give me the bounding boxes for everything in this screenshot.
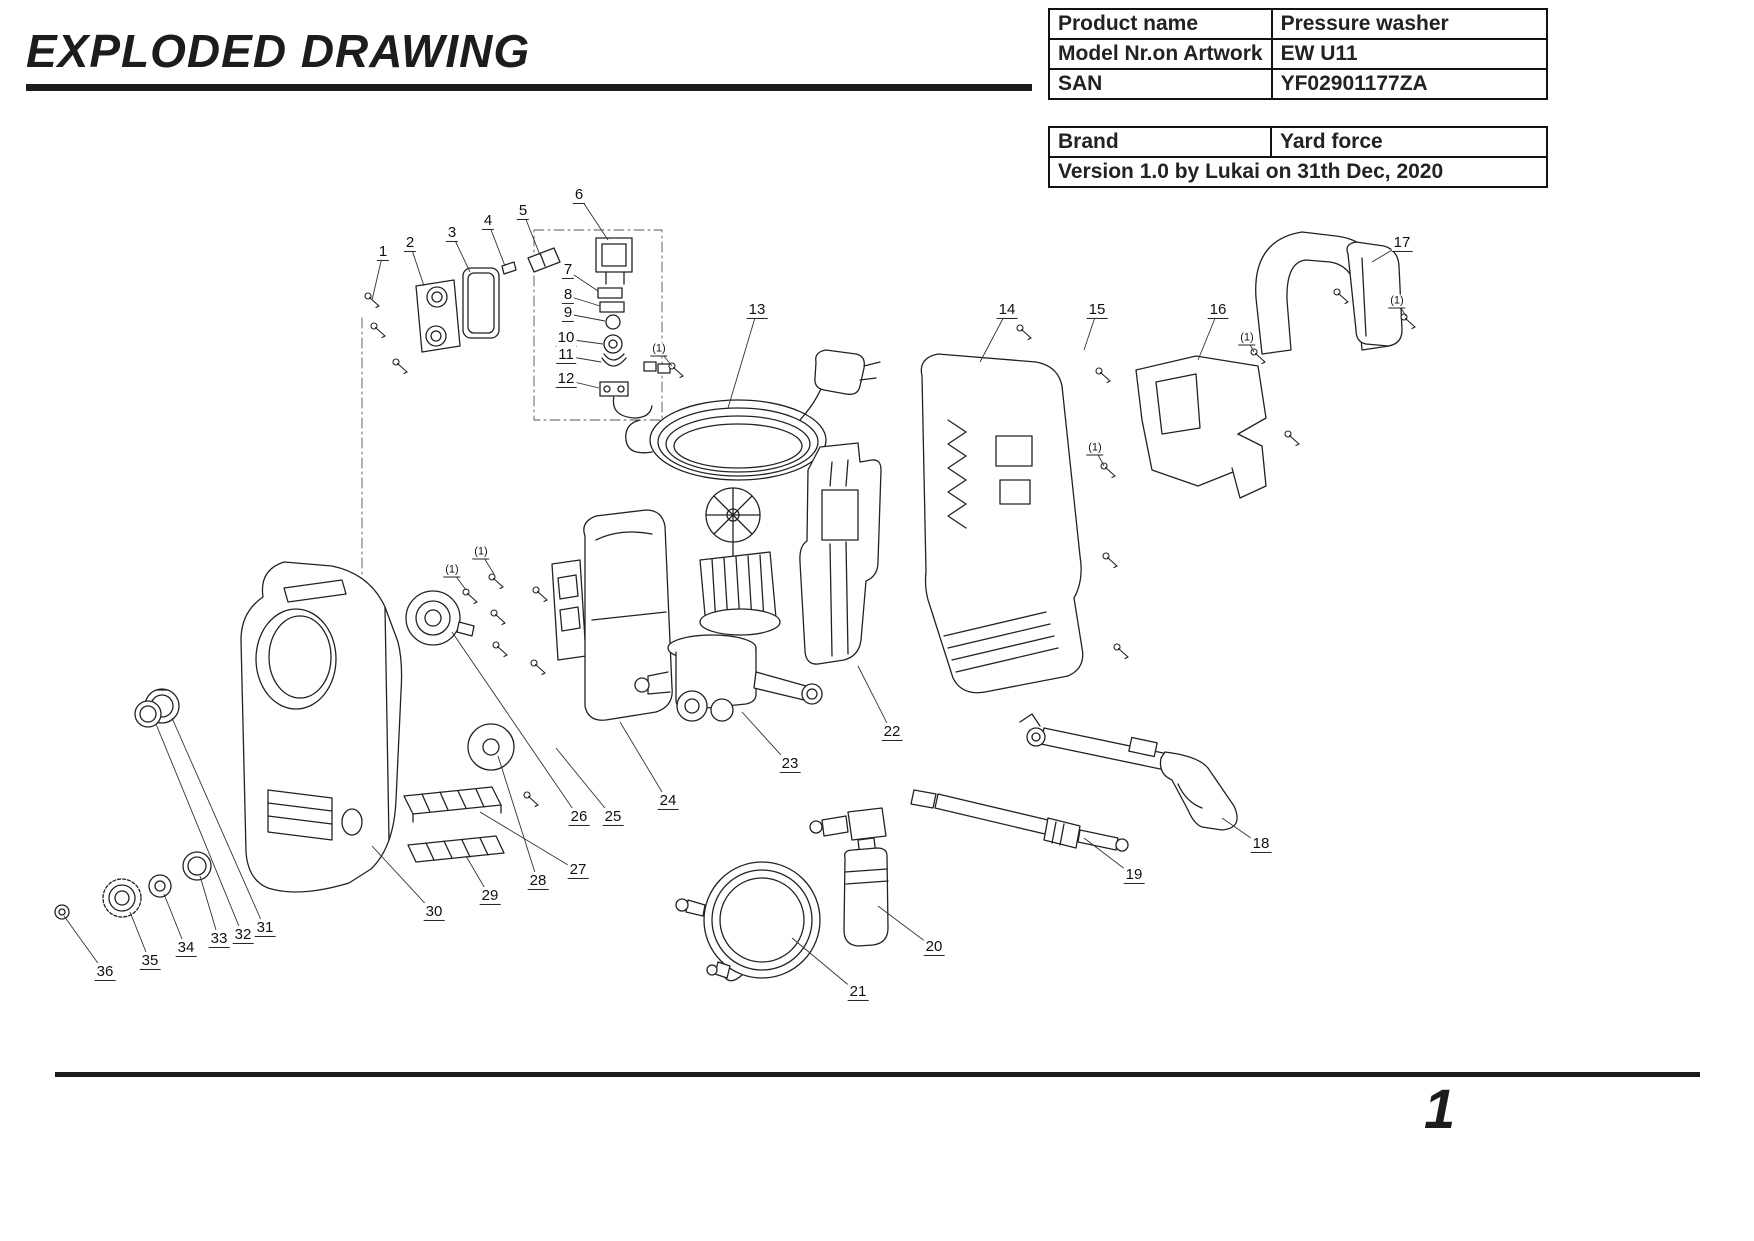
part-handle — [1255, 231, 1403, 355]
part-hose — [675, 861, 821, 982]
info-table-block: Product name Pressure washer Model Nr.on… — [1048, 8, 1549, 188]
part-motor-housing — [551, 509, 673, 721]
san-label: SAN — [1048, 68, 1273, 100]
table-row: Version 1.0 by Lukai on 31th Dec, 2020 — [1048, 156, 1548, 188]
san-value: YF02901177ZA — [1270, 68, 1549, 100]
model-label: Model Nr.on Artwork — [1048, 38, 1273, 70]
version-text: Version 1.0 by Lukai on 31th Dec, 2020 — [1048, 156, 1548, 188]
part-tray-lower — [407, 835, 505, 863]
product-info-table: Product name Pressure washer Model Nr.on… — [1048, 8, 1549, 100]
part-roller-disc — [467, 723, 515, 771]
table-row: Brand Yard force — [1048, 126, 1548, 158]
part-lance — [910, 789, 1129, 852]
table-row: Product name Pressure washer — [1048, 8, 1549, 40]
part-power-cord — [625, 349, 881, 481]
footer-rule — [55, 1072, 1700, 1077]
table-gap — [1048, 100, 1548, 126]
part-inlet-fittings — [54, 688, 212, 920]
part-pump — [634, 634, 823, 722]
page-number: 1 — [1424, 1077, 1456, 1140]
part-detergent-bottle — [809, 807, 889, 947]
title-underline — [26, 84, 1032, 91]
model-value: EW U11 — [1270, 38, 1549, 70]
part-right-housing — [920, 353, 1084, 694]
brand-info-table: Brand Yard force Version 1.0 by Lukai on… — [1048, 126, 1548, 188]
brand-label: Brand — [1048, 126, 1272, 158]
part-motor-rotor — [699, 487, 781, 636]
brand-value: Yard force — [1270, 126, 1548, 158]
part-motor-shell — [799, 442, 882, 665]
table-row: Model Nr.on Artwork EW U11 — [1048, 38, 1549, 70]
product-name-value: Pressure washer — [1270, 8, 1549, 40]
part-spray-gun — [1019, 713, 1238, 831]
page-title: EXPLODED DRAWING — [26, 25, 531, 77]
product-name-label: Product name — [1048, 8, 1273, 40]
part-switch-assembly — [415, 237, 671, 419]
part-side-panel — [1135, 355, 1267, 499]
part-wheel — [405, 590, 475, 646]
part-left-housing — [240, 561, 403, 893]
table-row: SAN YF02901177ZA — [1048, 68, 1549, 100]
part-tray-upper — [403, 786, 502, 823]
